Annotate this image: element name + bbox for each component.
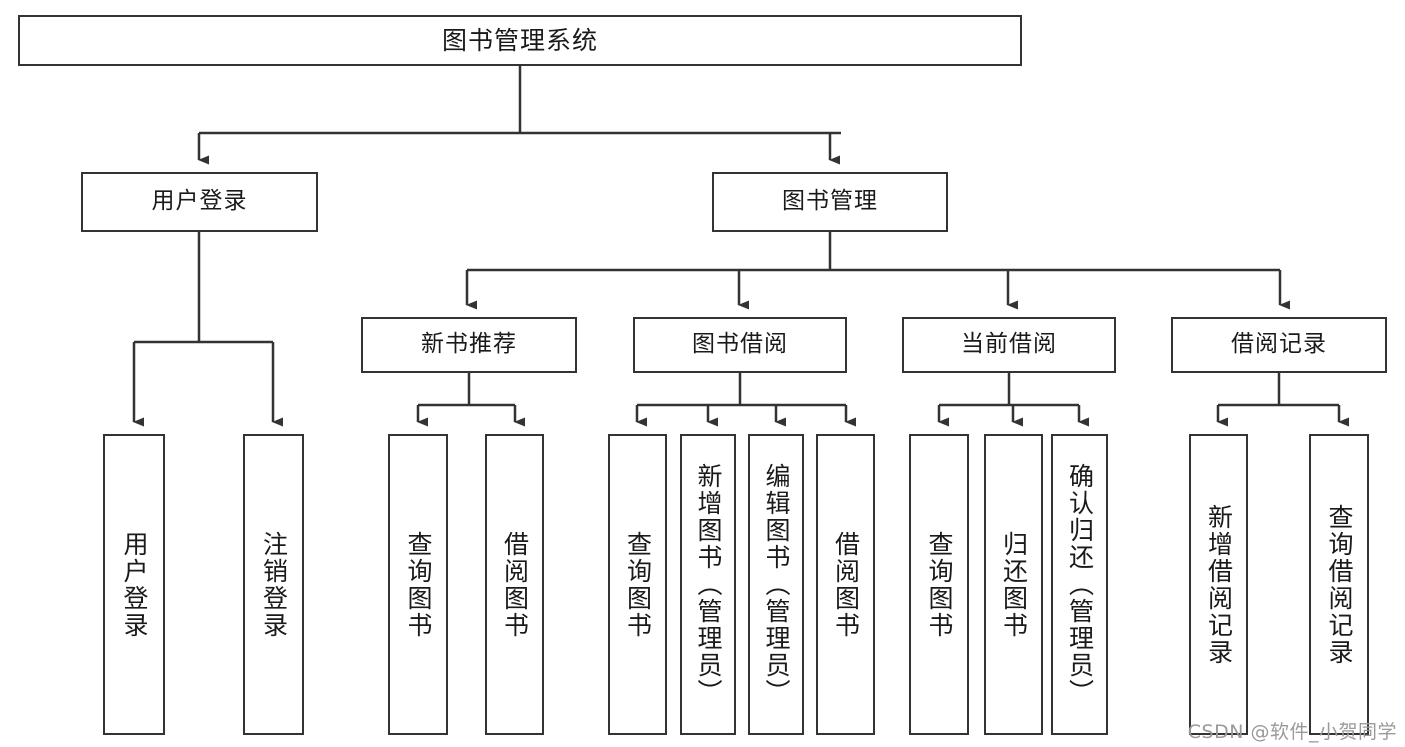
node-root-system[interactable]: 图书管理系统 bbox=[18, 15, 1022, 66]
node-user-login[interactable]: 用户登录 bbox=[81, 172, 318, 232]
leaf-user-login[interactable]: 用户登录 bbox=[103, 434, 165, 735]
leaf-return-book[interactable]: 归还图书 bbox=[984, 434, 1043, 735]
leaf-edit-book-admin[interactable]: 编辑图书（管理员） bbox=[748, 434, 804, 735]
node-borrow-records[interactable]: 借阅记录 bbox=[1171, 317, 1387, 373]
node-user-login-label: 用户登录 bbox=[151, 188, 248, 215]
leaf-query-book-borrow-label: 查询图书 bbox=[623, 530, 653, 639]
node-new-book-recommend[interactable]: 新书推荐 bbox=[361, 317, 577, 373]
node-book-management-label: 图书管理 bbox=[782, 188, 878, 215]
leaf-add-borrow-record[interactable]: 新增借阅记录 bbox=[1189, 434, 1248, 735]
leaf-lend-book[interactable]: 借阅图书 bbox=[816, 434, 875, 735]
watermark-text: CSDN @软件_小贺同学 bbox=[1187, 721, 1397, 743]
leaf-query-borrow-record-label: 查询借阅记录 bbox=[1325, 503, 1354, 666]
node-borrow-records-label: 借阅记录 bbox=[1231, 331, 1327, 358]
node-book-management[interactable]: 图书管理 bbox=[712, 172, 948, 232]
node-current-borrow[interactable]: 当前借阅 bbox=[902, 317, 1116, 373]
leaf-confirm-return-admin[interactable]: 确认归还（管理员） bbox=[1051, 434, 1108, 735]
node-book-borrow-label: 图书借阅 bbox=[692, 331, 788, 358]
leaf-query-book-recommend-label: 查询图书 bbox=[404, 530, 433, 639]
leaf-user-login-label: 用户登录 bbox=[120, 530, 149, 639]
leaf-borrow-book-recommend[interactable]: 借阅图书 bbox=[485, 434, 544, 735]
leaf-query-book-recommend[interactable]: 查询图书 bbox=[388, 434, 448, 735]
leaf-add-book-admin[interactable]: 新增图书（管理员） bbox=[680, 434, 736, 735]
node-new-book-recommend-label: 新书推荐 bbox=[421, 331, 517, 358]
leaf-logout-label: 注销登录 bbox=[259, 530, 289, 639]
leaf-confirm-return-admin-label: 确认归还（管理员） bbox=[1065, 463, 1095, 706]
leaf-lend-book-label: 借阅图书 bbox=[831, 530, 861, 639]
node-current-borrow-label: 当前借阅 bbox=[961, 331, 1057, 358]
node-root-label: 图书管理系统 bbox=[441, 25, 598, 55]
leaf-borrow-book-recommend-label: 借阅图书 bbox=[500, 530, 530, 639]
leaf-add-borrow-record-label: 新增借阅记录 bbox=[1204, 503, 1234, 666]
leaf-query-book-current[interactable]: 查询图书 bbox=[909, 434, 969, 735]
leaf-query-book-current-label: 查询图书 bbox=[925, 530, 954, 639]
leaf-logout[interactable]: 注销登录 bbox=[243, 434, 304, 735]
leaf-return-book-label: 归还图书 bbox=[999, 530, 1029, 639]
leaf-query-book-borrow[interactable]: 查询图书 bbox=[608, 434, 667, 735]
leaf-query-borrow-record[interactable]: 查询借阅记录 bbox=[1309, 434, 1369, 735]
node-book-borrow[interactable]: 图书借阅 bbox=[633, 317, 847, 373]
leaf-edit-book-admin-label: 编辑图书（管理员） bbox=[762, 463, 791, 706]
leaf-add-book-admin-label: 新增图书（管理员） bbox=[694, 463, 723, 706]
